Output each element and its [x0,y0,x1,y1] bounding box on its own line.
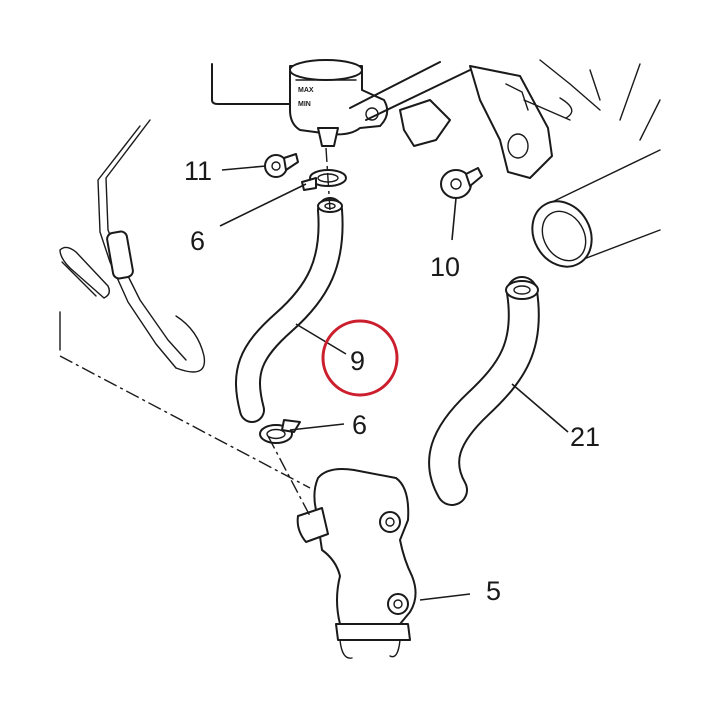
label-part-10: 10 [430,252,460,282]
leader-lines [219,165,569,601]
highlight-circle [321,319,399,397]
label-part-21: 21 [570,422,600,452]
line-sleeve [106,230,134,280]
label-part-11: 11 [184,156,212,186]
fluid-reservoir: MAX MIN [211,59,389,147]
alignment-lines [59,147,331,517]
label-part-6-bottom: 6 [352,410,367,440]
hose-clip-bottom [259,419,301,444]
hose-21 [428,276,540,506]
label-part-9: 9 [350,346,365,376]
master-cylinder-5 [296,468,417,659]
label-part-5: 5 [486,576,501,606]
screw-11 [264,153,299,178]
part-labels: 11 6 10 9 6 21 5 [184,156,600,606]
hose-clip-top [301,169,347,191]
brake-line-left [59,119,206,373]
frame-tube-right [531,63,661,268]
reservoir-max-mark: MAX [298,87,314,94]
label-part-6-top: 6 [190,226,205,256]
hose-9 [235,197,344,423]
bracket-assembly [349,59,601,179]
reservoir-min-mark: MIN [298,101,311,108]
screw-10 [440,167,483,199]
